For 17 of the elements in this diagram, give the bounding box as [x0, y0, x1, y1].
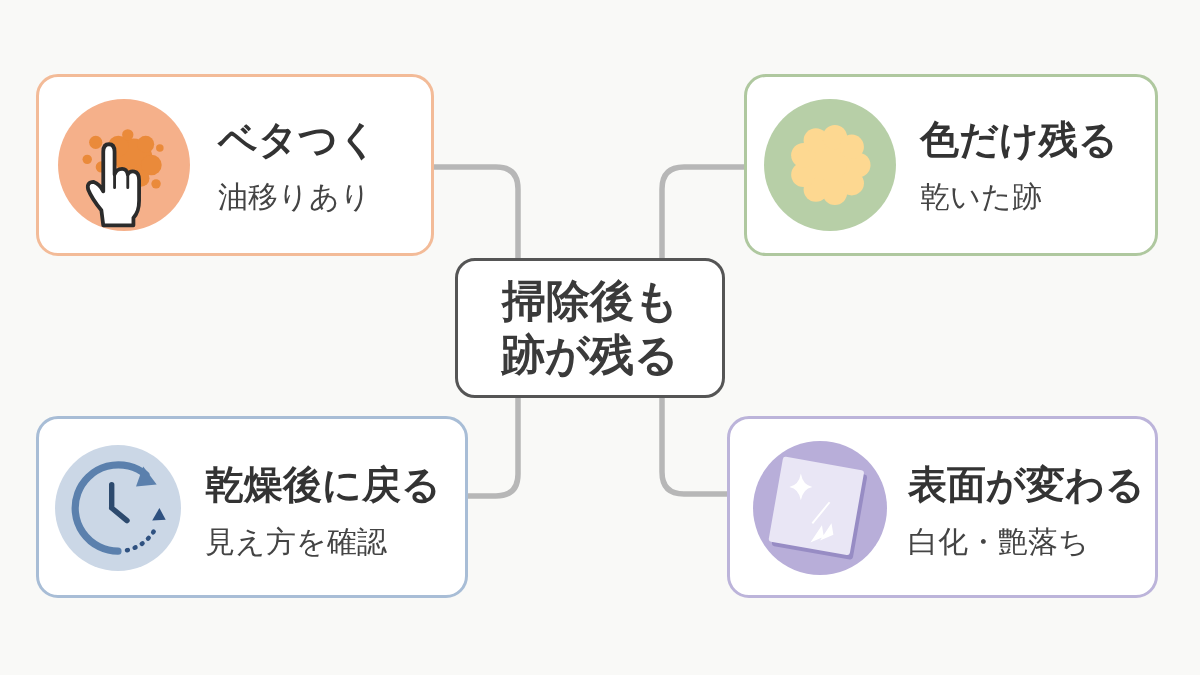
topic-card [36, 74, 434, 256]
card-subtitle: 乾いた跡 [920, 179, 1042, 215]
connector-line [468, 398, 521, 499]
topic-card [727, 416, 1158, 598]
connector-line [434, 164, 521, 258]
card-title: ベタつく [218, 117, 378, 163]
connector-line [659, 164, 744, 258]
card-subtitle: 白化・艶落ち [908, 524, 1089, 560]
card-subtitle: 油移りあり [218, 179, 371, 215]
topic-card [744, 74, 1158, 256]
topic-card [36, 416, 468, 598]
connector-line [659, 398, 727, 497]
card-subtitle: 見え方を確認 [205, 524, 387, 560]
card-title: 表面が変わる [908, 462, 1145, 508]
card-title: 色だけ残る [920, 117, 1118, 163]
card-title: 乾燥後に戻る [205, 462, 441, 508]
central-box: 掃除後も跡が残る [455, 258, 725, 398]
